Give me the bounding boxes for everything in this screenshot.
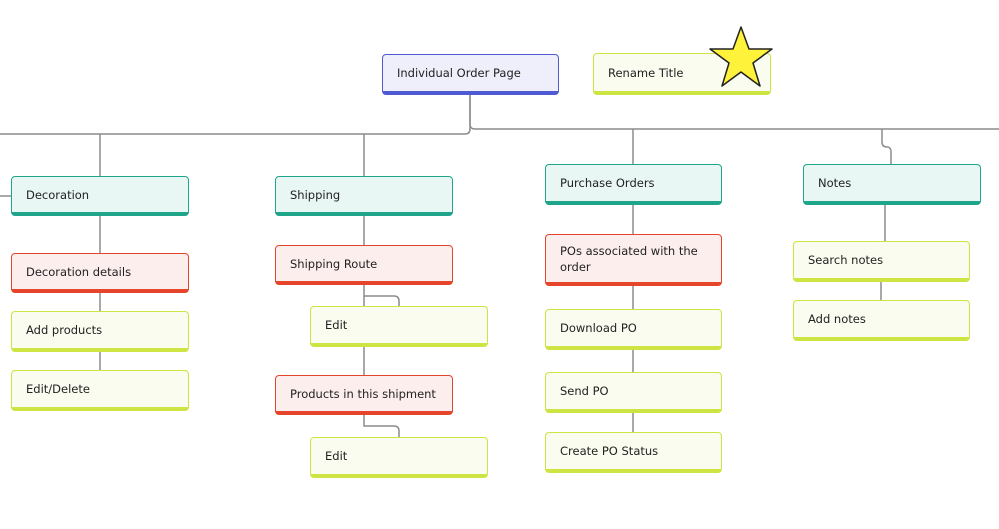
pos-associated-node[interactable]: POs associated with the order — [545, 234, 722, 286]
notes-label: Notes — [818, 176, 852, 190]
add-notes-node[interactable]: Add notes — [793, 300, 970, 341]
edit-delete-node[interactable]: Edit/Delete — [11, 370, 189, 411]
send-po-label: Send PO — [560, 384, 609, 398]
send-po-node[interactable]: Send PO — [545, 372, 722, 413]
add-notes-label: Add notes — [808, 312, 866, 326]
root-node-individual-order-page[interactable]: Individual Order Page — [382, 54, 559, 95]
decoration-details-label: Decoration details — [26, 264, 132, 279]
purchase-orders-node[interactable]: Purchase Orders — [545, 164, 722, 205]
rename-title-node[interactable]: Rename Title — [593, 53, 771, 95]
shipping-route-node[interactable]: Shipping Route — [275, 245, 453, 285]
notes-node[interactable]: Notes — [803, 164, 981, 205]
download-po-node[interactable]: Download PO — [545, 309, 722, 350]
pos-associated-label: POs associated with the order — [560, 243, 698, 274]
search-notes-node[interactable]: Search notes — [793, 241, 970, 282]
products-in-shipment-label: Products in this shipment — [290, 386, 436, 401]
shipping-route-label: Shipping Route — [290, 256, 378, 271]
decoration-details-node[interactable]: Decoration details — [11, 253, 189, 293]
star-icon — [709, 26, 773, 87]
decoration-node[interactable]: Decoration — [11, 176, 189, 216]
decoration-label: Decoration — [26, 187, 90, 202]
rename-title-label: Rename Title — [608, 65, 684, 80]
root-node-label: Individual Order Page — [397, 66, 521, 80]
shipping-label: Shipping — [290, 187, 341, 202]
purchase-orders-label: Purchase Orders — [560, 176, 655, 190]
shipping-route-edit-label: Edit — [325, 318, 348, 332]
shipping-node[interactable]: Shipping — [275, 176, 453, 216]
add-products-label: Add products — [26, 323, 103, 337]
create-po-status-label: Create PO Status — [560, 444, 659, 458]
download-po-label: Download PO — [560, 321, 637, 335]
add-products-node[interactable]: Add products — [11, 311, 189, 352]
products-in-shipment-node[interactable]: Products in this shipment — [275, 375, 453, 415]
create-po-status-node[interactable]: Create PO Status — [545, 432, 722, 473]
shipping-route-edit-node[interactable]: Edit — [310, 306, 488, 347]
search-notes-label: Search notes — [808, 253, 884, 267]
products-edit-label: Edit — [325, 449, 348, 463]
products-edit-node[interactable]: Edit — [310, 437, 488, 478]
edit-delete-label: Edit/Delete — [26, 382, 90, 396]
